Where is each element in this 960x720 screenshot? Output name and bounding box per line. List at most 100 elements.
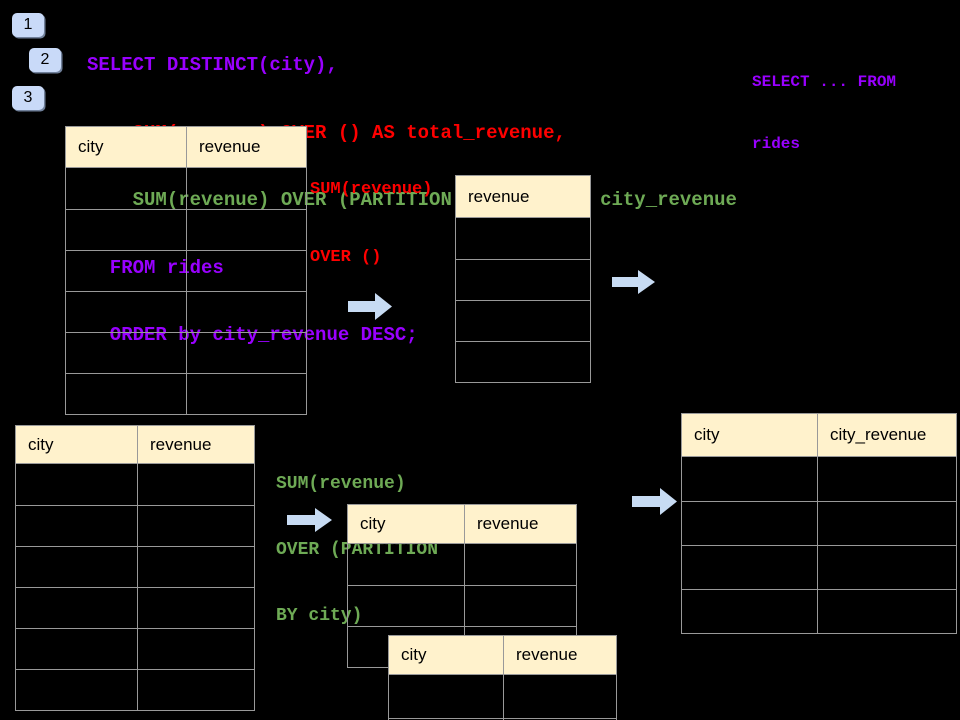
table-row <box>348 585 576 626</box>
table-header-row: city revenue <box>16 426 254 464</box>
table-row <box>682 589 956 633</box>
side-note-select-from-rides: SELECT ... FROM rides <box>752 31 896 195</box>
table-cell <box>16 670 137 710</box>
column-header-revenue: revenue <box>468 186 530 206</box>
table-cell <box>66 168 186 209</box>
sql-line-select: SELECT DISTINCT(city), <box>87 54 338 76</box>
table-body <box>16 464 254 710</box>
sql-line-from: FROM rides <box>87 256 224 279</box>
table-cell <box>16 547 137 587</box>
table-cell <box>137 629 254 669</box>
table-cell <box>66 251 186 291</box>
table-cell <box>186 251 306 291</box>
annotation-total-line-2: OVER () <box>310 247 382 267</box>
sql-line-order-by: ORDER by city_revenue DESC; <box>87 324 418 346</box>
table-row <box>66 373 306 414</box>
annotation-partition-line-3: BY city) <box>276 606 363 626</box>
table-cell <box>817 502 956 545</box>
table-header-row: revenue <box>456 176 590 218</box>
table-row <box>456 341 590 382</box>
table-cell <box>16 629 137 669</box>
table-row <box>16 505 254 546</box>
table-cell <box>348 586 464 626</box>
table-cell <box>464 544 576 585</box>
table-cell <box>137 547 254 587</box>
table-cell <box>186 374 306 414</box>
arrow-right-icon <box>632 488 677 515</box>
table-row <box>348 544 576 585</box>
table-cell <box>456 301 590 341</box>
annotation-total-revenue: SUM(revenue) OVER () <box>310 134 432 314</box>
column-header-city: city <box>694 425 720 444</box>
table-row <box>16 464 254 505</box>
table-cell <box>456 260 590 300</box>
table-row <box>16 669 254 710</box>
table-total-result: revenue <box>455 175 591 383</box>
annotation-partition-line-2: OVER (PARTITION <box>276 540 439 560</box>
side-note-line-2: rides <box>752 134 801 153</box>
arrow-right-icon <box>612 270 655 294</box>
table-row <box>66 250 306 291</box>
table-cell <box>456 218 590 259</box>
table-cell <box>66 374 186 414</box>
table-body <box>66 168 306 414</box>
table-cell <box>817 457 956 501</box>
column-header-city: city <box>28 434 54 454</box>
table-cell <box>66 292 186 332</box>
column-header-revenue: revenue <box>137 426 254 463</box>
step-badge-1: 1 <box>12 13 44 37</box>
table-row <box>456 300 590 341</box>
table-row <box>16 587 254 628</box>
table-body <box>389 675 616 720</box>
annotation-partition-line-1: SUM(revenue) <box>276 474 406 494</box>
table-partition-front: city revenue <box>388 635 617 720</box>
annotation-total-line-1: SUM(revenue) <box>310 180 433 199</box>
step-badge-2: 2 <box>29 48 61 72</box>
table-body <box>682 457 956 633</box>
column-header-revenue: revenue <box>186 127 306 167</box>
table-cell <box>66 333 186 373</box>
step-badge-3: 3 <box>12 86 44 110</box>
table-cell <box>464 586 576 626</box>
table-row <box>66 168 306 209</box>
table-source-top: city revenue <box>65 126 307 415</box>
column-header-city: city <box>401 645 427 664</box>
table-cell <box>503 675 616 718</box>
table-row <box>16 628 254 669</box>
table-cell <box>66 210 186 250</box>
table-cell <box>682 590 817 633</box>
table-row <box>66 209 306 250</box>
table-cell <box>16 506 137 546</box>
table-cell <box>137 670 254 710</box>
table-source-bottom: city revenue <box>15 425 255 711</box>
table-body <box>456 218 590 382</box>
table-cell <box>16 588 137 628</box>
table-final-result: city city_revenue <box>681 413 957 634</box>
table-cell <box>186 210 306 250</box>
column-header-city: city <box>360 514 386 533</box>
table-row <box>682 545 956 589</box>
table-row <box>66 332 306 373</box>
table-cell <box>137 464 254 505</box>
arrow-right-icon <box>348 293 392 320</box>
table-cell <box>16 464 137 505</box>
table-cell <box>682 502 817 545</box>
table-cell <box>817 590 956 633</box>
table-cell <box>186 292 306 332</box>
table-cell <box>682 546 817 589</box>
table-cell <box>137 588 254 628</box>
table-header-row: city revenue <box>66 127 306 168</box>
table-cell <box>348 544 464 585</box>
table-cell <box>389 675 503 718</box>
annotation-partition-revenue: SUM(revenue) OVER (PARTITION BY city) <box>276 429 438 671</box>
table-row <box>456 259 590 300</box>
table-row <box>389 675 616 718</box>
table-cell <box>186 168 306 209</box>
table-cell <box>817 546 956 589</box>
table-row <box>682 457 956 501</box>
table-row <box>456 218 590 259</box>
column-header-revenue: revenue <box>503 636 616 674</box>
table-row <box>66 291 306 332</box>
table-header-row: city revenue <box>348 505 576 544</box>
